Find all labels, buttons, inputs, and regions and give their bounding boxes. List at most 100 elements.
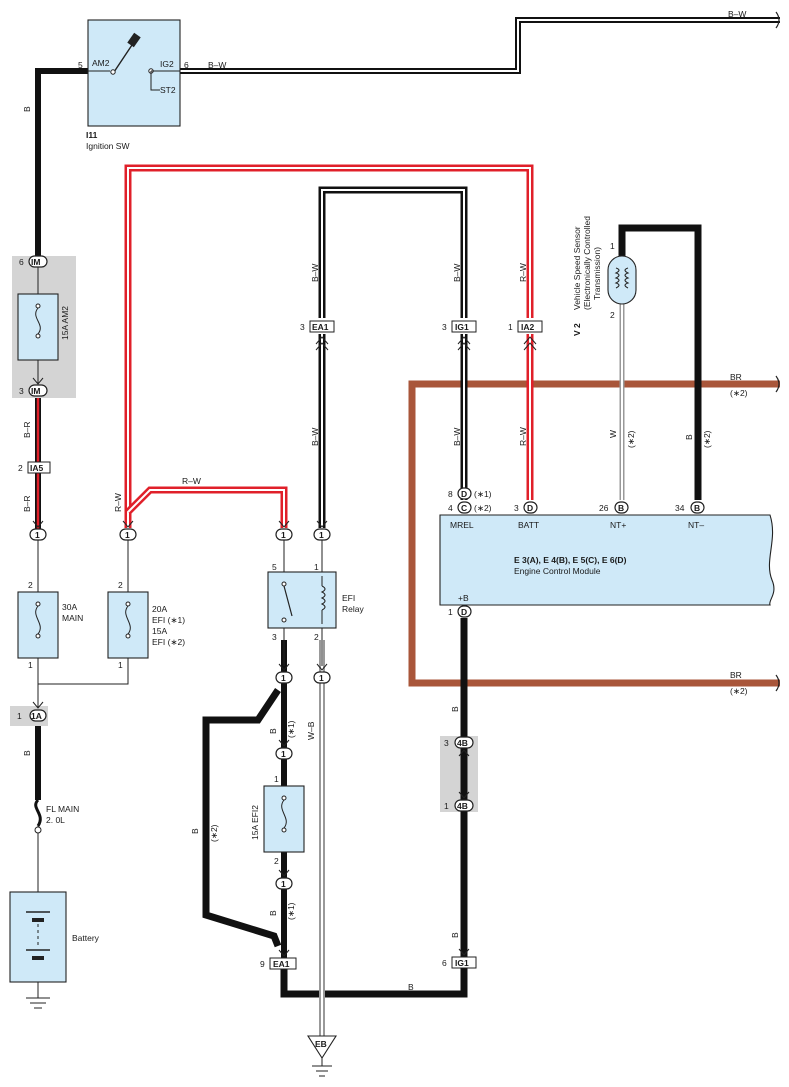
note-br-top: (∗2) — [730, 388, 748, 398]
ecm-conn-b-ntp: B — [618, 503, 624, 513]
note-br-bottom: (∗2) — [730, 686, 748, 696]
sensor-line3: Transmission) — [592, 247, 602, 300]
wire-label-w-sensor: W — [608, 430, 618, 438]
connector-1a: 1A 1 — [17, 701, 47, 722]
junction-1-g: 1 — [281, 749, 286, 759]
pin-1-efi2: 1 — [274, 774, 279, 784]
ecm-body — [439, 514, 775, 606]
ignition-switch-body — [87, 19, 181, 127]
ignition-switch-name: Ignition SW — [86, 141, 129, 151]
relay-pin-5: 5 — [272, 562, 277, 572]
pin-am2: 5 — [78, 60, 83, 70]
engine-control-module: MREL BATT NT+ NT– E 3(A), E 4(B), E 5(C)… — [439, 514, 775, 606]
junction-row-top: 1 1 1 1 — [29, 520, 331, 541]
connector-1a-label: 1A — [31, 711, 42, 721]
pin-2-efi: 2 — [118, 580, 123, 590]
relay-label-line1: EFI — [342, 593, 355, 603]
fl-main-line2: 2. 0L — [46, 815, 65, 825]
fuse-efi-line2: EFI (∗1) — [152, 615, 185, 625]
wire-label-wb: W–B — [306, 721, 316, 740]
wire-label-b-main: B — [22, 106, 32, 112]
sensor-body — [607, 255, 637, 305]
junction-1-f: 1 — [319, 673, 324, 683]
ignition-switch-code: I11 — [86, 130, 98, 140]
ecm-terminal-mrel: MREL — [450, 520, 474, 530]
ecm-codes: E 3(A), E 4(B), E 5(C), E 6(D) — [514, 555, 627, 565]
connector-4b: 4B 3 4B 1 — [444, 736, 474, 812]
junction-efi2-top: 1 — [275, 739, 293, 760]
wire-label-b-ig1: B — [450, 932, 460, 938]
br-wire — [408, 380, 780, 687]
sensor-line2: (Electronically Controlled — [582, 216, 592, 310]
connector-4b-shade — [440, 736, 478, 812]
sensor-pin-1: 1 — [610, 241, 615, 251]
fl-main-line1: FL MAIN — [46, 804, 79, 814]
label-ig2: IG2 — [160, 59, 174, 69]
pin-3-4b: 3 — [444, 738, 449, 748]
fuse-efi: 2 1 20A EFI (∗1) 15A EFI (∗2) — [107, 580, 185, 670]
battery-label: Battery — [72, 933, 100, 943]
junction-1-d: 1 — [319, 530, 324, 540]
relay-pin-3: 3 — [272, 632, 277, 642]
pin-1-main: 1 — [28, 660, 33, 670]
thin-wires — [35, 540, 323, 998]
ignition-switch: 5 AM2 IG2 6 ST2 I11 Ignition SW — [78, 19, 189, 151]
ground-eb: EB — [306, 1035, 338, 1077]
pin-1-efi: 1 — [118, 660, 123, 670]
connector-im-top: IM — [31, 257, 40, 267]
fuse-main-name: MAIN — [62, 613, 83, 623]
pin-6-ig1: 6 — [442, 958, 447, 968]
connector-ig1-top: IG1 3 — [442, 320, 477, 351]
ecm-pin-8: 8 — [448, 489, 453, 499]
connector-ia5-box — [27, 461, 51, 474]
fuse-am2: IM 6 15A AM2 IM 3 — [17, 255, 70, 397]
ecm-terminal-ntp: NT+ — [610, 520, 626, 530]
connector-4b-bottom-label: 4B — [457, 801, 468, 811]
pin-3-ea1: 3 — [300, 322, 305, 332]
ecm-conn-d-mrel: D — [461, 489, 467, 499]
pin-2-efi2: 2 — [274, 856, 279, 866]
junction-1-a: 1 — [35, 530, 40, 540]
pin-1-4b: 1 — [444, 801, 449, 811]
connector-ea1-top-label: EA1 — [312, 322, 329, 332]
wire-label-br-top: BR — [730, 372, 742, 382]
sensor-pin-2: 2 — [610, 310, 615, 320]
pin-2-main: 2 — [28, 580, 33, 590]
fuse-main: 2 1 30A MAIN — [17, 580, 83, 670]
ecm-name: Engine Control Module — [514, 566, 601, 576]
junction-1-e: 1 — [281, 673, 286, 683]
efi-relay: 5 1 3 2 EFI Relay — [267, 562, 364, 642]
connector-ia2: IA2 1 — [508, 320, 543, 351]
pin-3-im: 3 — [19, 386, 24, 396]
connector-ia5: IA5 2 — [18, 461, 51, 474]
fuse-efi2: 1 2 15A EFI2 — [250, 774, 305, 866]
wire-label-b-efi2-bottom: B — [268, 910, 278, 916]
wire-label-br-1: B–R — [22, 421, 32, 438]
battery: Battery — [9, 891, 100, 1009]
wire-label-rw-ia2-low: R–W — [518, 427, 528, 446]
fuse-efi-line4: EFI (∗2) — [152, 637, 185, 647]
connector-ea1-bottom: EA1 9 — [260, 949, 297, 970]
connector-4b-top-label: 4B — [457, 738, 468, 748]
fusible-link-fl-main: FL MAIN 2. 0L — [34, 798, 79, 834]
ecm-conn-d-batt: D — [527, 503, 533, 513]
wire-label-bw-ea1-low: B–W — [310, 428, 320, 446]
wire-label-bw-top: B–W — [728, 9, 746, 19]
relay-pin-1: 1 — [314, 562, 319, 572]
ecm-pin-4: 4 — [448, 503, 453, 513]
sensor-code: V 2 — [572, 323, 582, 336]
ecm-terminal-batt: BATT — [518, 520, 539, 530]
wire-label-rw-efi: R–W — [113, 493, 123, 512]
connector-ia5-label: IA5 — [30, 463, 44, 473]
relay-pin-2: 2 — [314, 632, 319, 642]
wire-label-bw-ig2: B–W — [208, 60, 226, 70]
note-sensor-w: (∗2) — [626, 430, 636, 448]
ecm-terminals: D 8 (∗1) C 4 (∗2) D 3 B 26 B 34 — [448, 487, 705, 514]
ecm-conn-b-ntm: B — [694, 503, 700, 513]
efi-relay-body — [267, 571, 337, 629]
ecm-terminal-b: +B — [458, 593, 469, 603]
bw-wire-relay — [318, 186, 468, 528]
wire-label-br-2: B–R — [22, 495, 32, 512]
wire-label-rw-relay: R–W — [182, 476, 201, 486]
note-efi2-bottom: (∗1) — [286, 902, 296, 920]
